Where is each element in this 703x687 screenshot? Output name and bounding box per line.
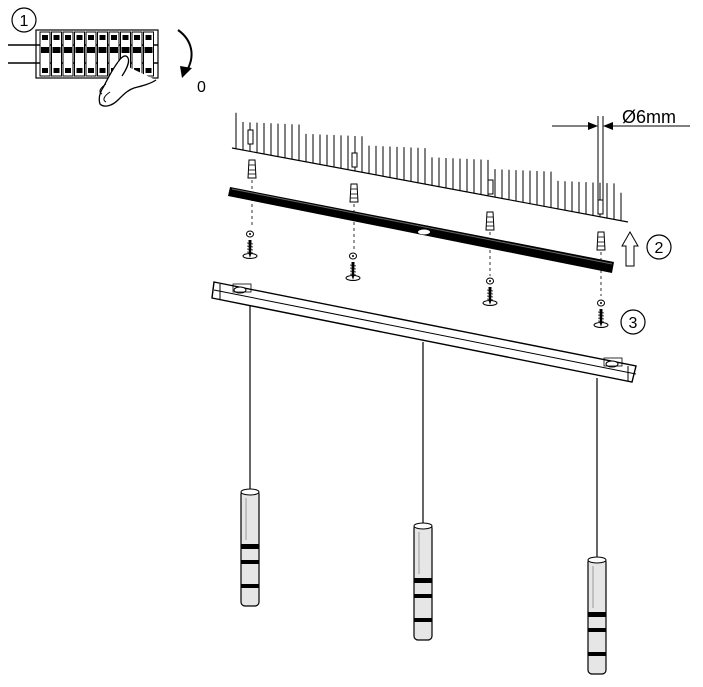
step1-number: 1 [20,13,29,30]
wall-plug [349,183,359,203]
light-bar-canopy [211,281,637,383]
step3-callout: 3 [620,309,646,335]
dashed-guides [251,180,602,296]
breaker-panel [8,29,159,79]
pendant-lamp [413,522,433,641]
step1-callout: 1 [11,7,37,33]
drill-diameter-label: Ø6mm [622,107,676,127]
suspension-cables [249,305,598,558]
wall-plug [596,231,606,251]
wall-plug [247,159,257,179]
pendant-lamp [240,488,260,607]
screw [242,230,258,259]
wall-plugs [247,159,606,251]
up-arrow-icon [621,230,639,267]
off-position-label: 0 [197,79,206,96]
pendant-lamps [240,488,607,675]
screw [482,277,498,306]
step2-number: 2 [655,240,664,257]
rotate-off-arrow-icon [177,29,193,78]
step3-number: 3 [629,315,638,332]
screws [242,230,609,328]
screw [593,299,609,328]
hand-icon [98,55,157,107]
ceiling-hatch [231,112,629,223]
wall-plug [485,211,495,231]
drill-diameter-dimension [552,116,690,204]
pendant-lamp [587,556,607,675]
screw [345,252,361,281]
mounting-bracket [228,187,614,273]
step2-callout: 2 [646,234,672,260]
breaker-row [35,29,159,79]
